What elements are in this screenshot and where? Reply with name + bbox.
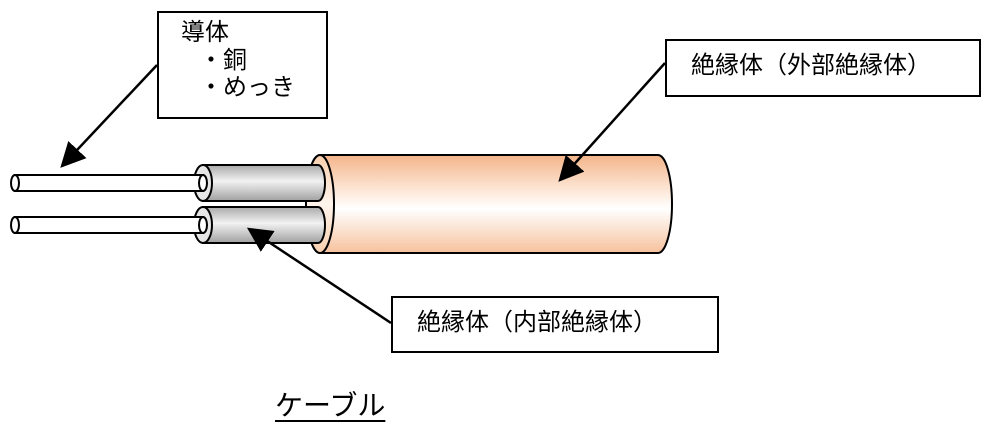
conductor-item-plating: ・めっき — [199, 73, 295, 102]
arrow-outer-insulation — [558, 62, 666, 182]
inner-insulation-lower — [193, 206, 326, 244]
arrow-inner-insulation — [246, 227, 392, 325]
arrow-conductor — [60, 64, 158, 168]
conductor-item-copper: ・銅 — [199, 45, 247, 74]
diagram-caption: ケーブル — [275, 389, 386, 422]
conductor-wire-upper — [10, 174, 208, 192]
conductor-wire-lower — [10, 216, 208, 234]
inner-insulation-label: 絶縁体（内部絶縁体） — [391, 296, 719, 353]
outer-sheath — [305, 154, 673, 254]
outer-insulation-label: 絶縁体（外部絶縁体） — [665, 39, 981, 97]
inner-insulation-upper — [193, 164, 326, 202]
conductor-title: 導体 — [181, 18, 229, 46]
conductor-label-box: 導体 ・銅 ・めっき — [157, 11, 328, 119]
